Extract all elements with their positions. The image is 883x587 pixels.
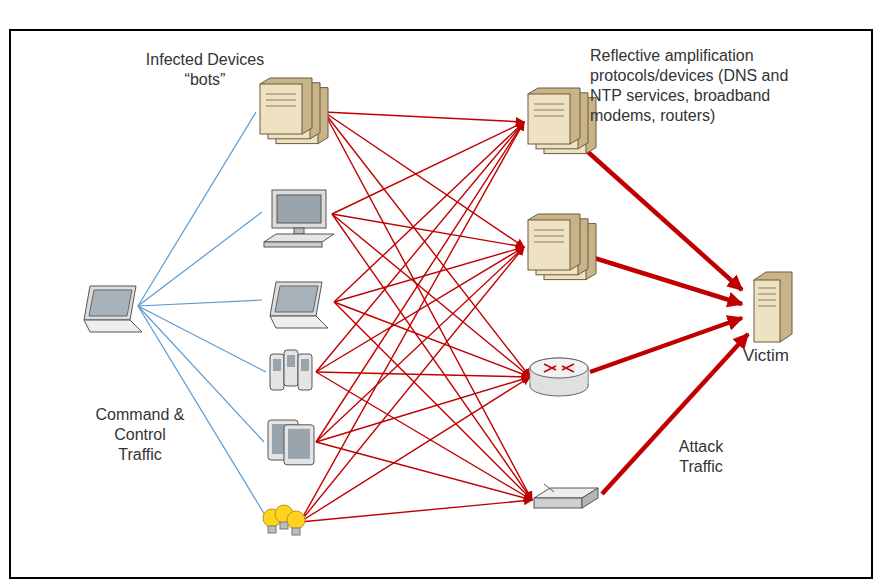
attack-line xyxy=(300,377,530,522)
attack-line xyxy=(324,112,524,122)
attack-line xyxy=(316,247,524,442)
router xyxy=(530,358,588,396)
attack-line xyxy=(332,214,530,377)
phones xyxy=(270,350,312,390)
attack-line xyxy=(300,500,532,522)
command-line xyxy=(138,300,262,306)
attack-line xyxy=(334,122,524,302)
bot-laptop xyxy=(270,282,328,328)
attack-line xyxy=(334,302,530,377)
attack-line xyxy=(316,372,530,377)
smart-bulbs xyxy=(263,505,305,535)
bot-servers xyxy=(260,78,328,144)
group-label: Reflective amplification protocols/devic… xyxy=(590,46,822,126)
tablets xyxy=(268,420,314,465)
attack-line xyxy=(332,214,532,500)
command-line xyxy=(138,212,262,306)
attack-line xyxy=(316,247,524,372)
broadband-modem xyxy=(534,484,598,508)
reflector-servers xyxy=(528,88,596,154)
attack-line xyxy=(316,377,530,442)
desktop-computer xyxy=(264,190,334,247)
command-line xyxy=(138,112,256,306)
traffic-lines xyxy=(138,112,748,522)
reflector-servers xyxy=(528,214,596,280)
attack-line xyxy=(332,122,524,214)
victim-server: Victim xyxy=(722,268,810,366)
attack-line xyxy=(332,214,524,247)
frame xyxy=(10,30,872,578)
node-label: Victim xyxy=(722,346,810,366)
attack-line xyxy=(324,112,524,247)
attack-line xyxy=(300,122,524,522)
attack-line xyxy=(316,122,524,372)
attack-line xyxy=(300,247,524,522)
group-label: Infected Devices “bots” xyxy=(140,50,270,90)
amplified-line xyxy=(588,256,742,304)
attack-line xyxy=(316,122,524,442)
amplified-line xyxy=(588,152,742,290)
traffic-label: Command & Control Traffic xyxy=(92,405,188,465)
amplified-line xyxy=(602,334,748,494)
traffic-label: Attack Traffic xyxy=(670,437,732,477)
command-line xyxy=(138,306,266,372)
attacker-laptop xyxy=(84,286,142,332)
server-icon xyxy=(736,268,796,346)
